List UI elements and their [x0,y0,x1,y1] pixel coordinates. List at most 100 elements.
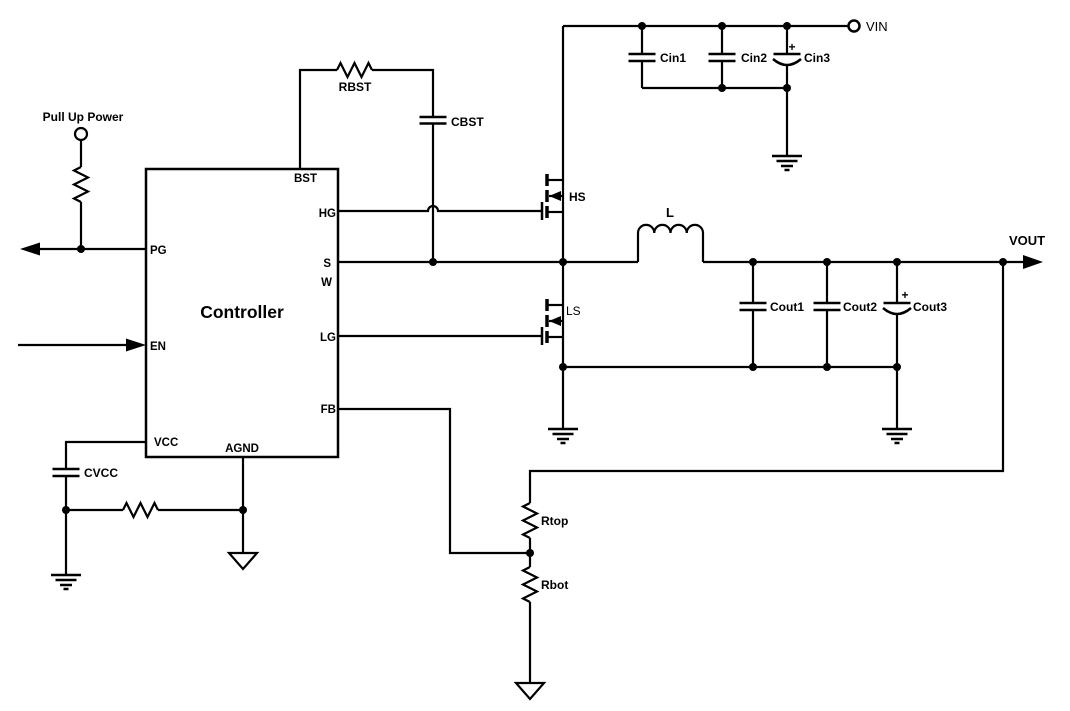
output-capacitor-bank: Cout1 Cout2 + Cout3 [548,262,947,445]
hs-body-arrow-icon [549,191,561,201]
bst-wire [298,68,337,169]
cin3-label: Cin3 [804,51,830,65]
cout3-label: Cout3 [913,300,947,314]
pin-label-w: W [321,277,332,289]
agnd-resistor [122,500,159,520]
cout3-polarized-capacitor: + Cout3 [882,262,947,367]
en-input-line [18,338,146,352]
cbst-capacitor [419,115,447,125]
feedback-network: Rtop Rbot [338,262,1005,701]
vin-terminal-circle [847,19,861,33]
junction-dot [999,258,1007,266]
cbst-label: CBST [451,115,484,129]
ground-triangle-rbot [513,681,547,701]
junction-dot [718,84,726,92]
pullup-terminal-circle [73,126,89,142]
hg-gate-line [338,204,541,213]
pullup-power-branch: Pull Up Power [43,110,124,249]
inductor: L [636,205,705,262]
inductor-label: L [666,205,674,220]
junction-dot [823,258,831,266]
vin-label: VIN [866,19,888,34]
vcc-branch: CVCC [51,440,243,591]
cout3-plus-sign: + [901,288,908,302]
pin-label-pg: PG [150,245,167,257]
high-side-mosfet: HS [540,26,586,262]
low-side-mosfet: LS [540,262,581,367]
vout-arrow-icon [1023,255,1043,269]
rtop-resistor [520,502,540,539]
junction-dot [893,258,901,266]
vout-terminal: VOUT [1009,233,1045,269]
cin1-label: Cin1 [660,51,686,65]
junction-dot [893,363,901,371]
cout2-label: Cout2 [843,300,877,314]
rbst-resistor [336,60,373,80]
vout-label: VOUT [1009,233,1045,248]
junction-dot [62,506,70,514]
junction-dot [718,22,726,30]
rbot-label: Rbot [541,578,568,592]
vout-sense-wire [528,262,1005,503]
ground-symbol-cout [882,427,912,445]
hg-wire-with-hop [338,204,541,213]
pin-label-en: EN [150,341,166,353]
ground-triangle-agnd [226,551,260,571]
hs-label: HS [569,190,586,204]
cin1-capacitor: Cin1 [628,26,686,88]
controller-ic: Controller BST HG S W LG FB PG EN VCC AG… [144,167,340,459]
pullup-resistor [71,166,91,203]
junction-dot [429,258,437,266]
inductor-coil [636,223,705,262]
vin-rail: VIN [563,19,888,34]
bootstrap-network: RBST CBST [298,60,484,262]
input-capacitor-bank: Cin1 Cin2 + Cin3 [628,26,830,172]
pin-label-bst: BST [294,173,317,185]
cin3-polarized-capacitor: + Cin3 [772,26,830,88]
ground-symbol-cin [772,154,802,172]
wire [372,68,435,116]
junction-dots [62,22,1007,557]
agnd-branch [226,457,260,571]
junction-dot [638,22,646,30]
ground-symbol-cvcc [51,573,81,591]
ls-body-arrow-icon [549,316,561,326]
junction-dot [823,363,831,371]
cin3-plus-sign: + [788,40,795,54]
rbot-resistor [520,566,540,603]
ls-label: LS [566,304,581,318]
junction-dot [783,84,791,92]
junction-dot [239,506,247,514]
pin-label-s: S [323,258,331,270]
cout2-capacitor: Cout2 [813,262,877,367]
en-arrow-right-icon [126,338,146,352]
ground-symbol-ls [548,427,578,445]
rtop-label: Rtop [541,514,568,528]
cout1-capacitor: Cout1 [739,262,804,367]
junction-dot [749,363,757,371]
junction-dot [526,549,534,557]
cvcc-label: CVCC [84,466,118,480]
pg-output-line [20,242,146,256]
pin-label-hg: HG [319,208,336,220]
vcc-wire [64,440,146,468]
cvcc-capacitor [52,467,80,478]
junction-dot [559,363,567,371]
fb-wire [338,407,527,555]
pin-label-fb: FB [321,404,336,416]
pg-arrow-left-icon [20,242,40,256]
junction-dot [77,245,85,253]
junction-dot [783,22,791,30]
pin-label-vcc: VCC [154,437,178,449]
cout1-label: Cout1 [770,300,804,314]
junction-dot [559,258,567,266]
rbst-label: RBST [339,80,372,94]
controller-label: Controller [200,302,284,322]
pullup-power-label: Pull Up Power [43,110,124,124]
pin-label-lg: LG [320,332,336,344]
controller-outline [144,167,340,459]
junction-dot [749,258,757,266]
cin2-capacitor: Cin2 [708,26,767,88]
